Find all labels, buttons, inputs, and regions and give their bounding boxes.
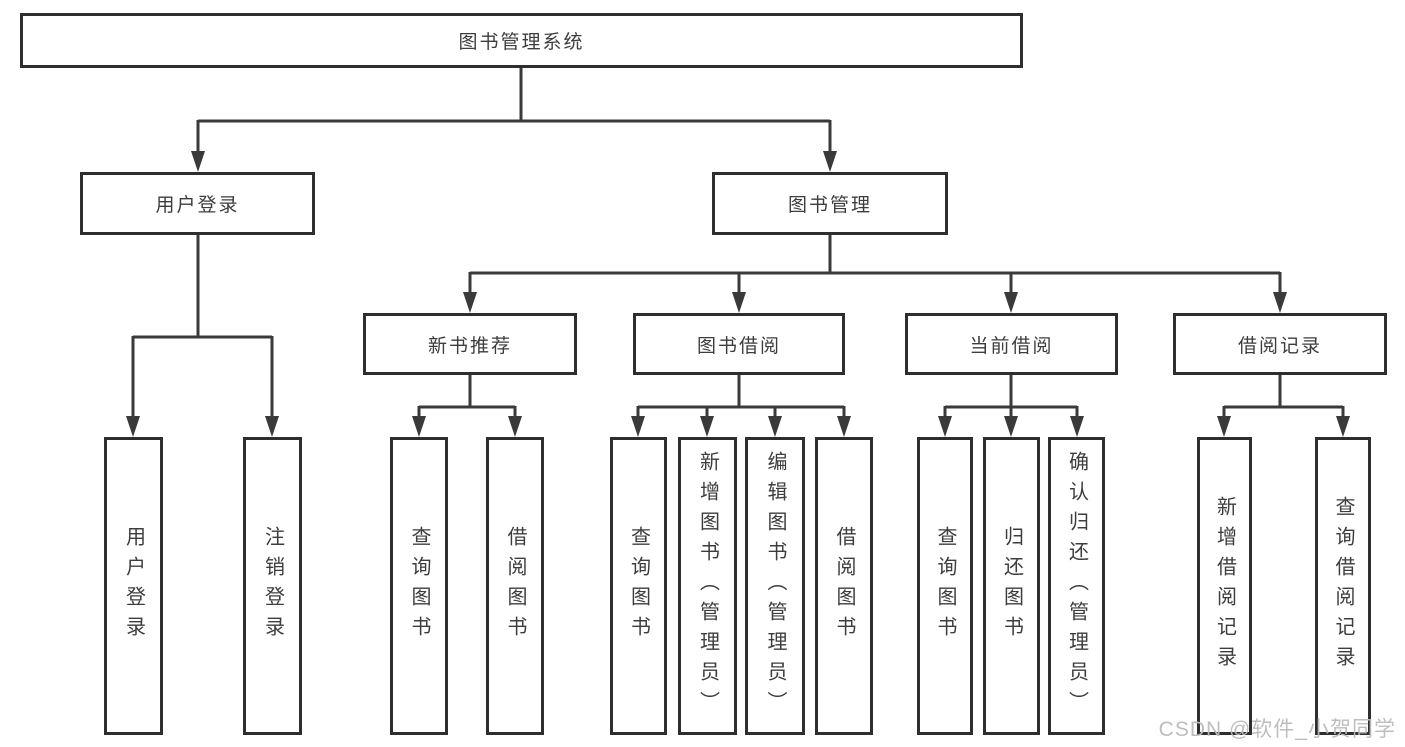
node-current-borrow-label: 当前借阅 <box>969 335 1054 357</box>
leaf-current-query-label: 查询图书 <box>934 526 956 646</box>
leaf-borrow-add-admin: 新增图书（管理员） <box>678 437 737 735</box>
leaf-current-confirm-admin-label: 确认归还（管理员） <box>1065 451 1088 721</box>
leaf-user-login: 用户登录 <box>104 437 163 735</box>
leaf-newbooks-borrow: 借阅图书 <box>486 437 544 735</box>
leaf-borrow-add-admin-label: 新增图书（管理员） <box>696 451 719 721</box>
leaf-records-add: 新增借阅记录 <box>1197 437 1252 735</box>
leaf-borrow-query: 查询图书 <box>610 437 667 735</box>
leaf-records-query: 查询借阅记录 <box>1315 437 1371 735</box>
leaf-current-return-label: 归还图书 <box>1000 526 1023 646</box>
leaf-borrow-query-label: 查询图书 <box>627 526 650 646</box>
node-current-borrow: 当前借阅 <box>905 313 1118 375</box>
node-borrow-records: 借阅记录 <box>1173 313 1387 375</box>
connector-arrowheads <box>126 151 1350 437</box>
leaf-newbooks-query-label: 查询图书 <box>408 526 430 646</box>
node-borrow-records-label: 借阅记录 <box>1237 335 1322 357</box>
watermark: CSDN @软件_小贺同学 <box>1158 718 1396 741</box>
node-user-login: 用户登录 <box>80 172 315 235</box>
leaf-newbooks-query: 查询图书 <box>390 437 448 735</box>
node-root-label: 图书管理系统 <box>458 32 585 53</box>
leaf-logout: 注销登录 <box>243 437 302 735</box>
node-book-mgmt: 图书管理 <box>712 172 948 235</box>
leaf-borrow-borrow-label: 借阅图书 <box>833 526 855 646</box>
node-book-mgmt-label: 图书管理 <box>787 195 872 216</box>
node-new-books: 新书推荐 <box>363 313 577 375</box>
node-new-books-label: 新书推荐 <box>427 335 512 357</box>
node-book-borrow-label: 图书借阅 <box>696 335 781 357</box>
node-book-borrow: 图书借阅 <box>633 313 845 375</box>
leaf-borrow-borrow: 借阅图书 <box>815 437 873 735</box>
leaf-logout-label: 注销登录 <box>261 526 284 646</box>
leaf-borrow-edit-admin-label: 编辑图书（管理员） <box>764 451 786 721</box>
leaf-user-login-label: 用户登录 <box>122 526 145 646</box>
leaf-borrow-edit-admin: 编辑图书（管理员） <box>745 437 805 735</box>
leaf-records-add-label: 新增借阅记录 <box>1213 496 1236 676</box>
leaf-newbooks-borrow-label: 借阅图书 <box>504 526 526 646</box>
leaf-current-query: 查询图书 <box>917 437 973 735</box>
leaf-records-query-label: 查询借阅记录 <box>1332 496 1354 676</box>
leaf-current-confirm-admin: 确认归还（管理员） <box>1048 437 1105 735</box>
leaf-current-return: 归还图书 <box>983 437 1040 735</box>
node-root: 图书管理系统 <box>20 13 1023 68</box>
node-user-login-label: 用户登录 <box>155 195 240 216</box>
